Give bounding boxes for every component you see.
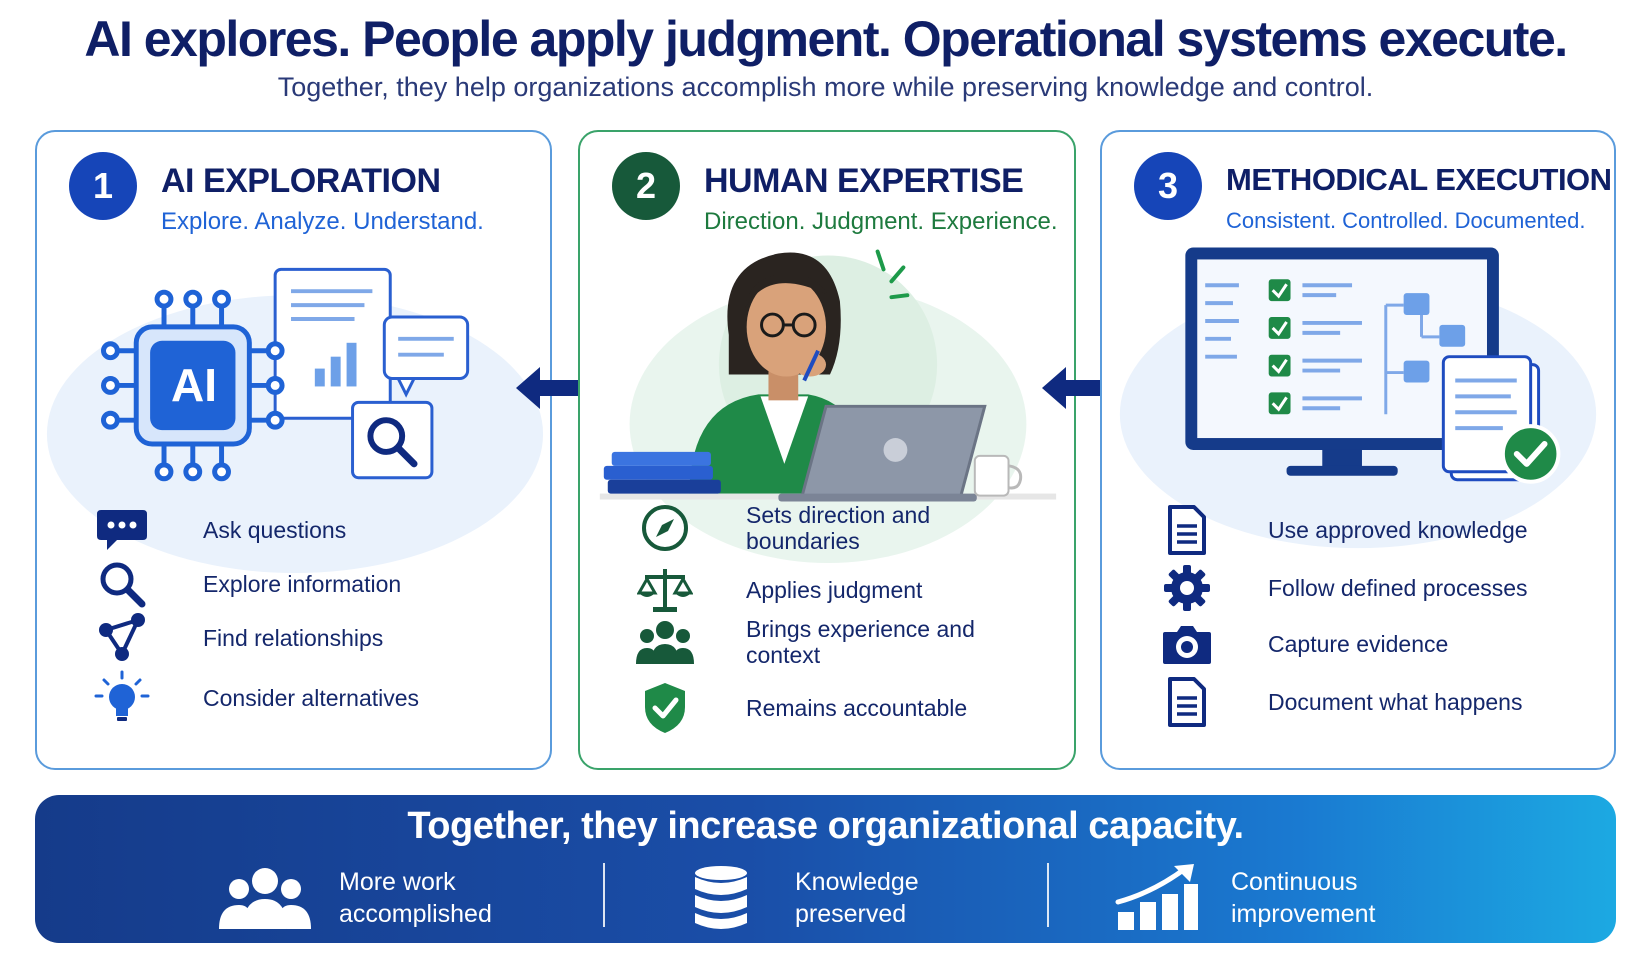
list-item: Consider alternatives — [87, 670, 419, 726]
people-group-icon — [215, 863, 315, 933]
list-item: Capture evidence — [1152, 616, 1448, 672]
benefit-label: Continuous improvement — [1231, 868, 1376, 928]
document-icon — [1152, 502, 1222, 558]
capacity-banner: Together, they increase organizational c… — [35, 795, 1616, 943]
panel-title: HUMAN EXPERTISE — [704, 162, 1024, 200]
team-icon — [630, 614, 700, 670]
item-label: Sets direction and boundaries — [746, 502, 931, 554]
list-item: Remains accountable — [630, 680, 967, 736]
item-label: Find relationships — [203, 625, 384, 651]
list-item: Find relationships — [87, 610, 383, 666]
benefit-item: Knowledge preserved — [671, 863, 985, 933]
benefit-label: More work accomplished — [339, 868, 492, 928]
item-label: Applies judgment — [746, 577, 923, 603]
item-label: Consider alternatives — [203, 685, 420, 711]
panel-title: AI EXPLORATION — [161, 162, 441, 200]
magnifier-icon — [87, 556, 157, 612]
compass-icon — [630, 500, 700, 556]
step-number-1: 1 — [69, 152, 137, 220]
chat-bubble-icon — [87, 502, 157, 558]
panel-methodical-execution: 3 METHODICAL EXECUTION Consistent. Contr… — [1100, 130, 1616, 770]
item-label: Remains accountable — [746, 695, 968, 721]
item-label: Use approved knowledge — [1268, 517, 1528, 543]
list-item: Use approved knowledge — [1152, 502, 1528, 558]
step-number-3: 3 — [1134, 152, 1202, 220]
panel-subtitle: Consistent. Controlled. Documented. — [1226, 208, 1586, 233]
item-label: Explore information — [203, 571, 402, 597]
list-item: Explore information — [87, 556, 401, 612]
list-item: Brings experience and context — [630, 614, 986, 670]
item-label: Brings experience and context — [746, 616, 975, 668]
database-icon — [671, 863, 771, 933]
list-item: Sets direction and boundaries — [630, 500, 986, 556]
person-with-laptop-illustration — [599, 249, 1057, 564]
list-item: Follow defined processes — [1152, 560, 1528, 616]
panel-ai-exploration: 1 AI EXPLORATION Explore. Analyze. Under… — [35, 130, 552, 770]
item-label: Ask questions — [203, 517, 347, 543]
panel-subtitle: Direction. Judgment. Experience. — [704, 208, 1058, 235]
list-item: Ask questions — [87, 502, 346, 558]
item-label: Capture evidence — [1268, 631, 1449, 657]
panel-human-expertise: 2 HUMAN EXPERTISE Direction. Judgment. E… — [578, 130, 1076, 770]
step-number-2: 2 — [612, 152, 680, 220]
list-item: Applies judgment — [630, 562, 922, 618]
document-icon — [1152, 674, 1222, 730]
subheadline: Together, they help organizations accomp… — [277, 72, 1374, 102]
shield-check-icon — [630, 680, 700, 736]
banner-divider — [1047, 863, 1049, 927]
benefit-item: More work accomplished — [215, 863, 529, 933]
banner-title: Together, they increase organizational c… — [407, 805, 1244, 847]
benefit-label: Knowledge preserved — [795, 868, 919, 928]
lightbulb-icon — [87, 670, 157, 726]
panel-subtitle: Explore. Analyze. Understand. — [161, 208, 484, 235]
growth-chart-icon — [1107, 863, 1207, 933]
gear-icon — [1152, 560, 1222, 616]
camera-icon — [1152, 616, 1222, 672]
panel-title: METHODICAL EXECUTION — [1226, 162, 1612, 197]
monitor-checklist-illustration — [1119, 247, 1597, 549]
scales-icon — [630, 562, 700, 618]
ai-chip-illustration — [46, 267, 544, 573]
benefit-item: Continuous improvement — [1107, 863, 1421, 933]
network-nodes-icon — [87, 610, 157, 666]
banner-divider — [603, 863, 605, 927]
item-label: Follow defined processes — [1268, 575, 1528, 601]
ai-chip-label: AI — [171, 359, 217, 411]
list-item: Document what happens — [1152, 674, 1522, 730]
item-label: Document what happens — [1268, 689, 1523, 715]
headline: AI explores. People apply judgment. Oper… — [84, 11, 1568, 67]
